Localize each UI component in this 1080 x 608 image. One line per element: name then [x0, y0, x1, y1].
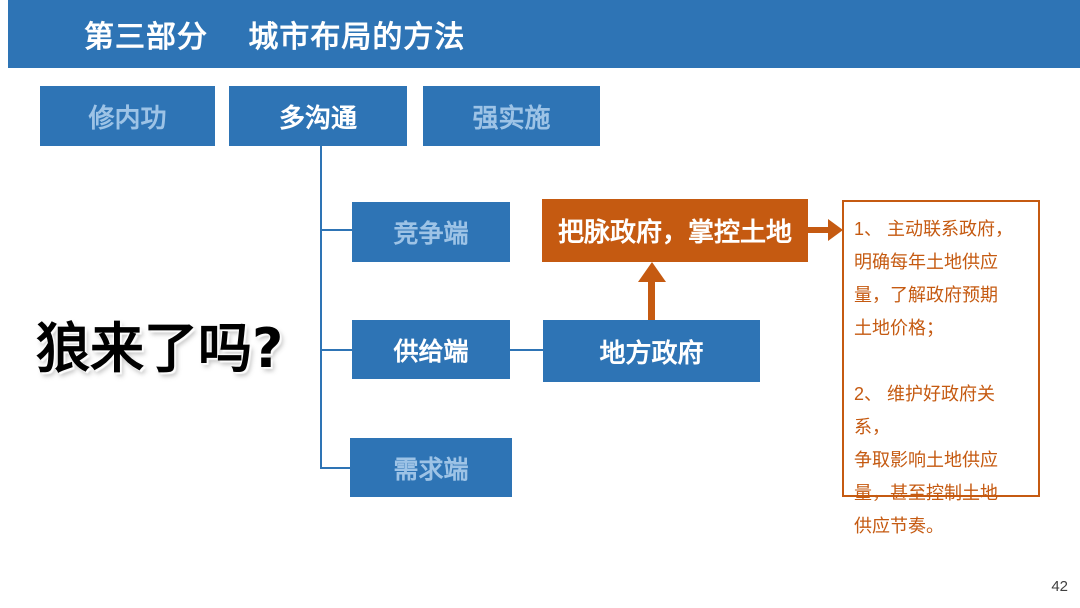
- node-local-government-label: 地方政府: [599, 337, 704, 368]
- up-arrow-head-icon: [638, 262, 666, 282]
- tab-internal-skills: 修内功: [40, 86, 215, 146]
- tab-communication: 多沟通: [229, 86, 407, 146]
- tree-branch-line-supply: [320, 349, 353, 351]
- tree-branch-line-demand: [320, 467, 353, 469]
- branch-competition-label: 竞争端: [393, 220, 469, 248]
- tree-vertical-line: [320, 146, 322, 468]
- tab-internal-skills-label: 修内功: [88, 102, 167, 133]
- notes-item-1: 1、 主动联系政府， 明确每年土地供应 量，了解政府预期 土地价格；: [854, 219, 1014, 338]
- slide-title: 第三部分 城市布局的方法: [84, 21, 466, 54]
- node-strategy: 把脉政府，掌控土地: [542, 199, 808, 262]
- tab-communication-label: 多沟通: [278, 102, 357, 133]
- page-number: 42: [1051, 578, 1068, 595]
- up-arrow-icon: [648, 281, 655, 320]
- title-bar: 第三部分 城市布局的方法: [8, 0, 1080, 68]
- right-arrow-icon: [808, 227, 829, 233]
- branch-supply-side: 供给端: [352, 320, 510, 379]
- tree-branch-line-competition: [320, 229, 353, 231]
- tab-implementation: 强实施: [423, 86, 600, 146]
- branch-competition-side: 竞争端: [352, 202, 510, 262]
- question-headline: 狼来了吗?: [36, 317, 284, 380]
- notes-box: 1、 主动联系政府， 明确每年土地供应 量，了解政府预期 土地价格； 2、 维护…: [842, 200, 1040, 536]
- node-local-government: 地方政府: [543, 320, 760, 382]
- branch-supply-label: 供给端: [393, 337, 469, 366]
- tab-implementation-label: 强实施: [472, 102, 551, 133]
- branch-demand-label: 需求端: [393, 455, 469, 484]
- notes-item-2: 2、 维护好政府关系， 争取影响土地供应 量，甚至控制土地 供应节奏。: [854, 384, 998, 536]
- node-strategy-label: 把脉政府，掌控土地: [557, 217, 792, 247]
- branch-demand-side: 需求端: [350, 438, 512, 497]
- right-arrow-head-icon: [828, 219, 843, 241]
- supply-to-government-line: [510, 349, 544, 351]
